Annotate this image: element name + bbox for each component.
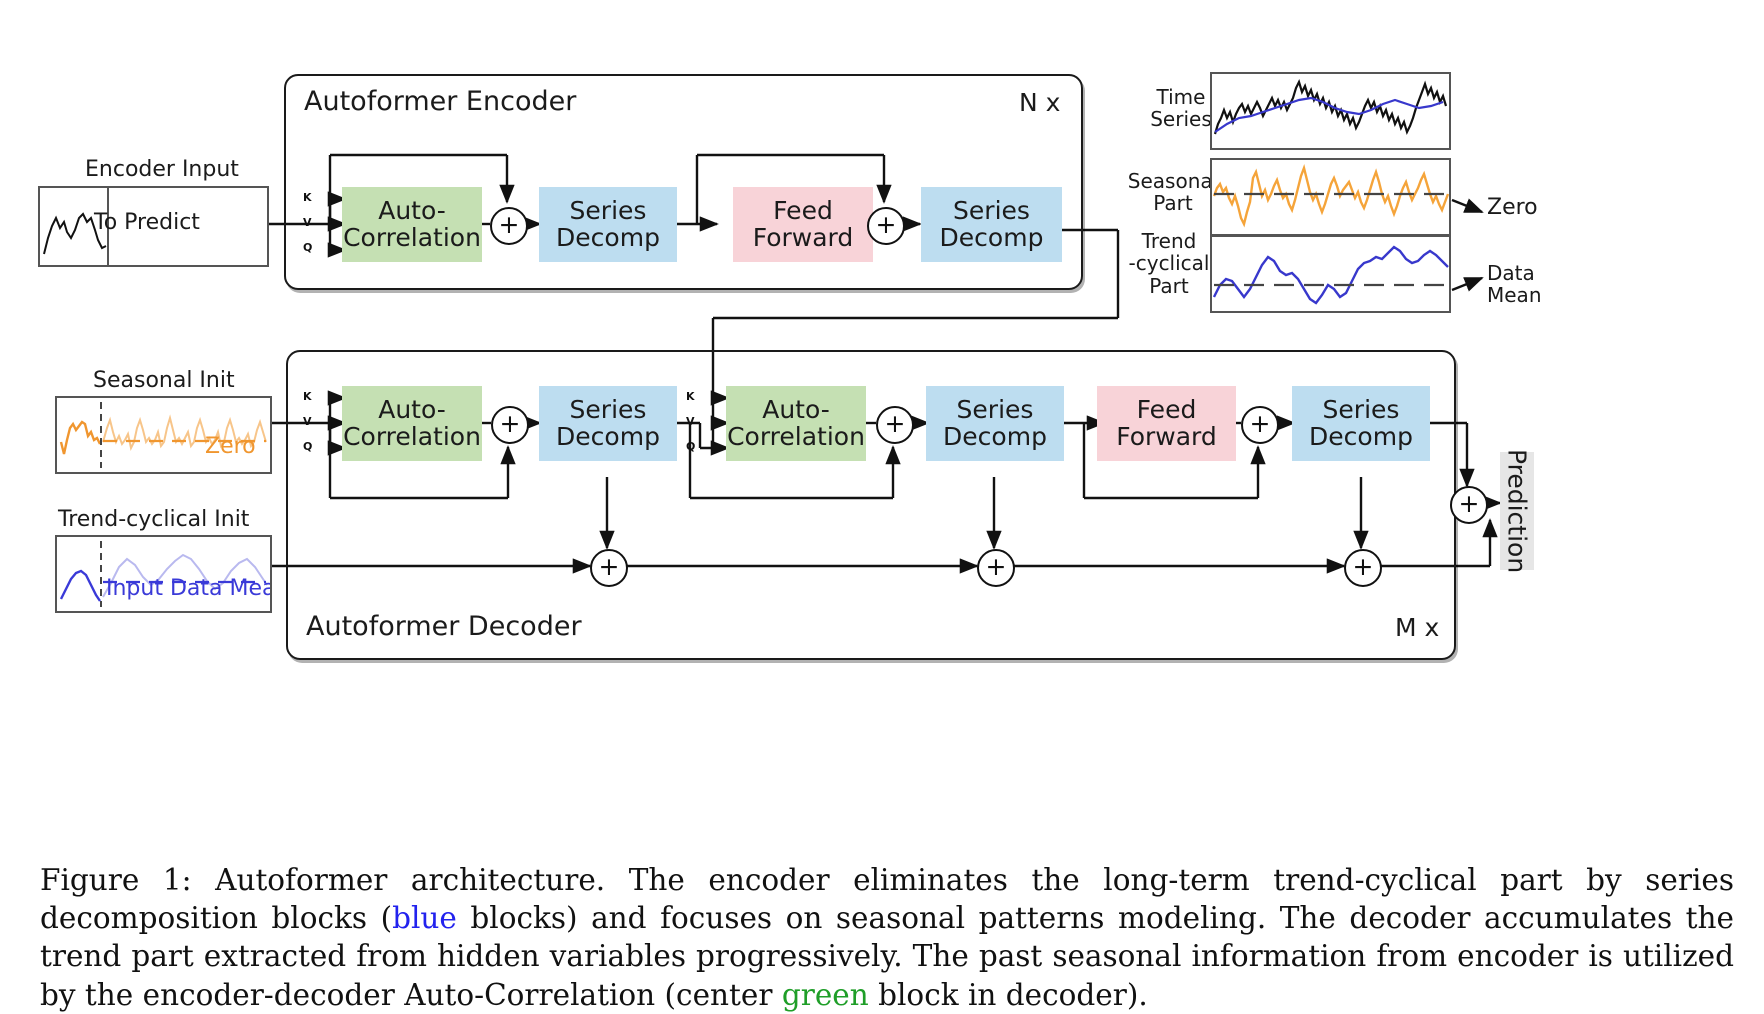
panel-label-line-2: Series [1150,107,1212,132]
trend-init-box: Input Data Mean [55,535,272,613]
encoder-key-label: K [303,191,312,204]
caption-green-word: green [781,977,869,1012]
seasonal-part-plot [1212,163,1449,228]
block-line-1: Series [953,196,1030,225]
encoder-block-series-decomp-2[interactable]: Series Decomp [921,187,1062,262]
panel-label-line-1: Seasonal [1127,169,1219,193]
seasonal-init-label: Seasonal Init [93,368,235,393]
encoder-block-feed-forward[interactable]: Feed Forward [733,187,873,262]
decoder-repeat-count: M x [1395,613,1440,642]
block-line-2: Decomp [556,421,660,451]
prediction-label: Prediction [1502,448,1532,574]
panel-label-line-3: Part [1149,273,1189,298]
trend-init-data-mean-label: Input Data Mean [106,576,272,601]
encoder-input-label: Encoder Input [85,157,239,182]
block-line-1: Auto- [762,395,830,424]
decoder-title: Autoformer Decoder [306,611,582,642]
caption-blue-word: blue [392,901,457,936]
panel-seasonal-box [1210,158,1451,236]
decoder-block-series-decomp-3[interactable]: Series Decomp [1292,386,1430,461]
block-line-1: Series [569,196,647,225]
time-series-plot [1213,79,1448,135]
encoder-add-node-2: + [867,207,905,245]
caption-part-3: block in decoder). [868,977,1148,1012]
prediction-output-box: Prediction [1500,448,1534,574]
decoder-block-series-decomp-2[interactable]: Series Decomp [926,386,1064,461]
decoder-block-auto-correlation-self[interactable]: Auto- Correlation [342,386,482,461]
seasonal-init-box: Zero [55,396,272,474]
block-line-1: Feed [773,196,833,225]
seasonal-init-zero-label: Zero [205,434,256,459]
panel-trend-box [1210,235,1451,313]
panel-annotation-line-2: Mean [1487,283,1542,308]
figure-caption: Figure 1: Autoformer architecture. The e… [40,861,1734,1014]
encoder-container [284,74,1083,290]
encoder-input-waveform [43,188,109,265]
decoder-trend-add-node-3: + [1344,549,1382,587]
panel-label-line-1: Trend [1141,229,1197,253]
panel-trend-label: Trend -cyclical Part [1116,230,1222,297]
block-line-2: Correlation [727,421,865,451]
decoder-cross-query-label: Q [686,440,696,453]
decoder-key-label: K [303,390,312,403]
panel-seasonal-annotation: Zero [1487,195,1538,220]
panel-annotation-line-1: Data [1487,261,1535,285]
encoder-title: Autoformer Encoder [304,86,577,117]
trend-cyclical-plot [1212,245,1449,305]
decoder-query-label: Q [303,440,313,453]
encoder-add-node-1: + [490,207,528,245]
panel-label-line-2: Part [1153,191,1193,216]
seasonal-init-waveform [59,402,267,468]
block-line-2: Forward [1116,421,1217,451]
decoder-block-feed-forward[interactable]: Feed Forward [1097,386,1236,461]
encoder-input-to-predict-text: To Predict [94,210,200,235]
block-line-2: Decomp [939,222,1044,252]
block-line-1: Series [1322,395,1400,424]
panel-label-line-1: Time [1156,85,1206,109]
decoder-cross-key-label: K [686,390,695,403]
decoder-block-auto-correlation-cross[interactable]: Auto- Correlation [726,386,866,461]
panel-time-series-box [1210,72,1451,150]
block-line-1: Auto- [378,395,446,424]
block-line-2: Correlation [343,421,481,451]
decoder-block-series-decomp-1[interactable]: Series Decomp [539,386,677,461]
panel-time-series-label: Time Series [1139,86,1223,131]
block-line-2: Decomp [1309,421,1413,451]
decoder-add-node-2: + [876,406,914,444]
block-line-1: Series [956,395,1034,424]
caption-prefix: Figure 1: [40,863,216,897]
trend-init-waveform [59,541,268,607]
block-line-2: Decomp [556,222,660,252]
panel-label-line-2: -cyclical [1128,251,1210,276]
decoder-value-label: V [303,415,312,428]
encoder-value-label: V [303,216,312,229]
block-line-1: Auto- [378,196,446,225]
block-line-2: Correlation [343,222,481,252]
encoder-block-series-decomp-1[interactable]: Series Decomp [539,187,677,262]
decoder-cross-value-label: V [686,415,695,428]
decoder-trend-add-node-2: + [977,549,1015,587]
decoder-add-node-1: + [491,406,529,444]
encoder-input-box: To Predict [38,186,269,267]
encoder-block-auto-correlation[interactable]: Auto- Correlation [342,187,482,262]
encoder-repeat-count: N x [1019,88,1061,117]
caption-part-1: Autoformer architecture. The encoder eli… [40,863,1734,936]
block-line-2: Decomp [943,421,1047,451]
trend-init-label: Trend-cyclical Init [58,507,250,532]
decoder-trend-add-node-1: + [590,549,628,587]
block-line-1: Series [569,395,647,424]
block-line-2: Forward [752,222,854,252]
block-line-1: Feed [1136,395,1197,424]
panel-trend-annotation: Data Mean [1487,262,1577,307]
decoder-add-node-3: + [1241,406,1279,444]
encoder-query-label: Q [303,241,313,254]
final-add-node: + [1450,486,1488,524]
panel-seasonal-label: Seasonal Part [1123,170,1223,215]
